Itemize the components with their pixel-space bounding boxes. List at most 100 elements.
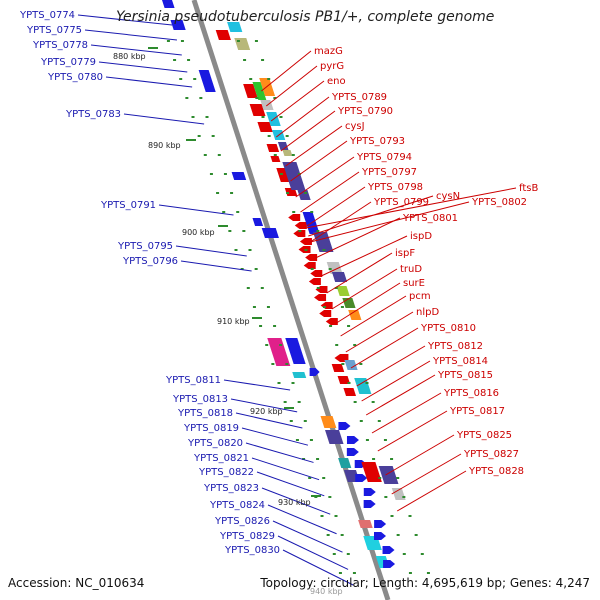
- gene-label[interactable]: YPTS_0823: [203, 483, 259, 494]
- label-leader-line: [256, 471, 325, 497]
- gene-label[interactable]: YPTS_0821: [193, 453, 249, 464]
- label-leader-line: [391, 453, 462, 495]
- label-leader-line: [272, 520, 343, 553]
- track-guide-dot: [286, 192, 290, 194]
- gene-label[interactable]: surE: [403, 278, 425, 289]
- gene-label[interactable]: YPTS_0814: [432, 356, 488, 367]
- gene-label[interactable]: truD: [400, 264, 422, 275]
- forward-gene-block: [231, 172, 247, 180]
- gene-label[interactable]: cysJ: [345, 121, 365, 132]
- reverse-gene-block: [297, 190, 311, 200]
- gene-label[interactable]: YPTS_0827: [463, 449, 519, 460]
- track-guide-dot: [179, 78, 183, 80]
- track-guide-dot: [303, 420, 307, 422]
- gene-label[interactable]: ispD: [410, 231, 432, 242]
- label-leader-line: [290, 140, 348, 182]
- gene-label[interactable]: YPTS_0811: [165, 375, 221, 386]
- gene-label[interactable]: YPTS_0797: [361, 167, 417, 178]
- track-guide-dot: [285, 135, 289, 137]
- gene-label[interactable]: YPTS_0778: [32, 40, 88, 51]
- gene-label[interactable]: ftsB: [519, 183, 538, 194]
- label-leader-line: [365, 374, 436, 416]
- gene-label[interactable]: YPTS_0775: [26, 25, 82, 36]
- track-guide-dot: [222, 211, 226, 213]
- track-guide-dot: [340, 306, 344, 308]
- track-guide-dot: [289, 420, 293, 422]
- label-leader-line: [105, 76, 193, 88]
- gene-label[interactable]: YPTS_0795: [117, 241, 173, 252]
- track-guide-dot: [291, 382, 295, 384]
- gene-label[interactable]: YPTS_0819: [183, 423, 239, 434]
- reverse-gene-arrow: [305, 254, 318, 261]
- gene-label[interactable]: ispF: [395, 248, 415, 259]
- gene-label[interactable]: YPTS_0794: [356, 152, 412, 163]
- forward-gene-block: [285, 338, 306, 364]
- track-guide-dot: [390, 515, 394, 517]
- gene-label[interactable]: pyrG: [320, 61, 344, 72]
- reverse-gene-block: [391, 488, 406, 500]
- track-guide-dot: [332, 553, 336, 555]
- forward-gene-block: [325, 430, 344, 444]
- gene-label[interactable]: YPTS_0789: [331, 92, 387, 103]
- track-guide-dot: [230, 192, 234, 194]
- label-leader-line: [270, 80, 325, 122]
- gene-label[interactable]: YPTS_0830: [224, 545, 280, 556]
- gene-label[interactable]: YPTS_0818: [177, 408, 233, 419]
- track-guide-dot: [390, 458, 394, 460]
- reverse-gene-block: [336, 286, 350, 296]
- gene-label[interactable]: pcm: [409, 291, 431, 302]
- gene-label[interactable]: YPTS_0828: [468, 466, 524, 477]
- reverse-gene-block: [354, 378, 372, 394]
- track-guide-dot: [277, 382, 281, 384]
- reverse-gene-arrow: [319, 310, 332, 317]
- reverse-gene-block: [331, 272, 348, 282]
- gene-label[interactable]: YPTS_0825: [456, 430, 512, 441]
- gene-label[interactable]: YPTS_0801: [402, 213, 458, 224]
- gene-label[interactable]: YPTS_0796: [122, 256, 178, 267]
- gene-label[interactable]: mazG: [314, 46, 343, 57]
- track-guide-dot: [234, 249, 238, 251]
- gene-label[interactable]: YPTS_0793: [349, 136, 405, 147]
- track-guide-dot: [384, 496, 388, 498]
- gene-label[interactable]: YPTS_0820: [187, 438, 243, 449]
- forward-gene-arrow: [346, 448, 359, 456]
- track-guide-dot: [371, 401, 375, 403]
- track-guide-dot: [249, 78, 253, 80]
- gene-label[interactable]: YPTS_0810: [420, 323, 476, 334]
- gene-label[interactable]: YPTS_0798: [367, 182, 423, 193]
- label-leader-line: [175, 245, 247, 257]
- gene-label[interactable]: YPTS_0817: [449, 406, 505, 417]
- gene-label[interactable]: YPTS_0816: [443, 388, 499, 399]
- gene-label[interactable]: YPTS_0799: [373, 197, 429, 208]
- gene-label[interactable]: YPTS_0829: [219, 531, 275, 542]
- gene-label[interactable]: YPTS_0824: [209, 500, 265, 511]
- label-leader-line: [223, 379, 291, 391]
- gene-label[interactable]: YPTS_0802: [471, 197, 527, 208]
- gene-label[interactable]: YPTS_0779: [40, 57, 96, 68]
- forward-gene-arrow: [355, 474, 368, 482]
- track-guide-dot: [322, 249, 326, 251]
- track-guide-dot: [378, 477, 382, 479]
- gene-label[interactable]: nlpD: [416, 307, 439, 318]
- gene-label[interactable]: YPTS_0826: [214, 516, 270, 527]
- gene-label[interactable]: YPTS_0815: [437, 370, 493, 381]
- gene-label[interactable]: YPTS_0774: [19, 10, 75, 21]
- gene-label[interactable]: YPTS_0812: [427, 341, 483, 352]
- gene-label[interactable]: YPTS_0822: [198, 467, 254, 478]
- label-leader-line: [385, 434, 455, 476]
- track-guide-dot: [211, 135, 215, 137]
- gene-label[interactable]: cysN: [436, 191, 460, 202]
- track-guide-dot: [310, 211, 314, 213]
- reverse-gene-block: [342, 298, 356, 308]
- gene-label[interactable]: YPTS_0783: [65, 109, 121, 120]
- gene-label[interactable]: YPTS_0791: [100, 200, 156, 211]
- track-guide-dot: [347, 325, 351, 327]
- gene-label[interactable]: YPTS_0780: [47, 72, 103, 83]
- reverse-gene-block: [257, 122, 273, 132]
- gene-label[interactable]: YPTS_0813: [172, 394, 228, 405]
- reverse-gene-arrow: [314, 294, 327, 301]
- gene-label[interactable]: YPTS_0790: [337, 106, 393, 117]
- gene-label[interactable]: eno: [327, 76, 346, 87]
- track-guide-dot: [308, 477, 312, 479]
- track-guide-dot: [243, 59, 247, 61]
